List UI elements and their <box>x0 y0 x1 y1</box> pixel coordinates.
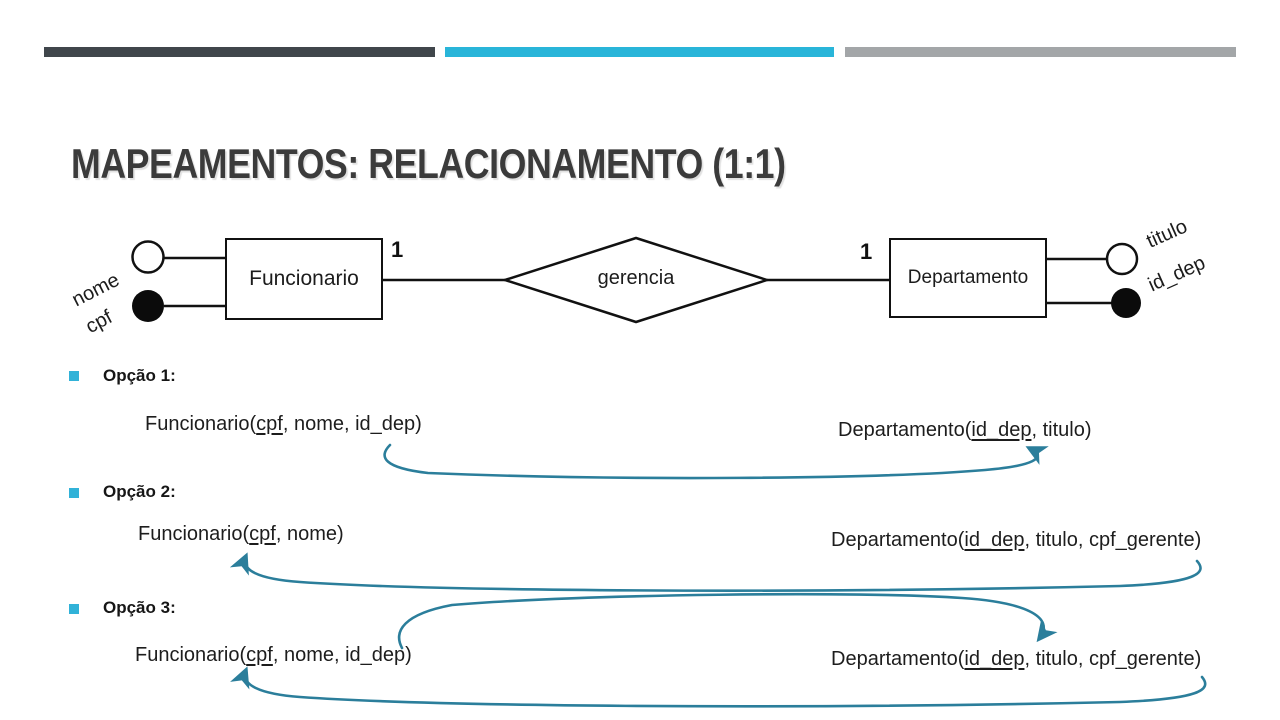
schema-prefix: Departamento( <box>831 529 965 551</box>
attribute-circle-cpf-key <box>132 290 164 322</box>
option1-label: Opção 1: <box>103 366 176 385</box>
fk-arrow-option2 <box>229 552 1202 592</box>
accent-bar-dark <box>44 47 435 57</box>
bullet-square-icon <box>69 488 79 498</box>
schema-primary-key: cpf <box>249 523 276 545</box>
bullet-square-icon <box>69 371 79 381</box>
bullet-square-icon <box>69 604 79 614</box>
schema-departamento-option3: Departamento(id_dep, titulo, cpf_gerente… <box>831 648 1201 671</box>
schema-suffix: , nome, id_dep) <box>282 413 422 435</box>
schema-funcionario-option2: Funcionario(cpf, nome) <box>138 523 344 546</box>
schema-prefix: Funcionario( <box>138 523 250 545</box>
fk-arrows-group <box>229 443 1207 708</box>
relationship-gerencia-label: gerencia <box>597 267 675 289</box>
schema-prefix: Departamento( <box>831 648 965 670</box>
schema-prefix: Funcionario( <box>135 644 247 666</box>
schema-prefix: Funcionario( <box>145 413 257 435</box>
schema-suffix: , titulo, cpf_gerente) <box>1024 648 1202 670</box>
attribute-circle-nome <box>131 240 165 274</box>
fk-arrow-option1 <box>383 443 1049 480</box>
attribute-connector-lines <box>164 256 1112 308</box>
schema-primary-key: id_dep <box>964 648 1025 670</box>
entity-departamento-label: Departamento <box>907 267 1029 288</box>
entity-departamento-box: Departamento <box>889 238 1047 318</box>
schema-primary-key: cpf <box>246 644 273 666</box>
schema-primary-key: id_dep <box>964 529 1025 551</box>
accent-bar-cyan <box>445 47 834 57</box>
accent-bar-gray <box>845 47 1236 57</box>
schema-suffix: , nome) <box>275 523 344 545</box>
option3-label: Opção 3: <box>103 598 176 617</box>
schema-primary-key: cpf <box>256 413 283 435</box>
page-title: MAPEAMENTOS: RELACIONAMENTO (1:1) <box>71 140 786 188</box>
cardinality-right: 1 <box>860 239 873 264</box>
fk-arrow-option3-cpf <box>230 666 1207 708</box>
schema-suffix: , titulo, cpf_gerente) <box>1024 529 1202 551</box>
fk-arrow-option3-iddep <box>397 592 1058 650</box>
schema-funcionario-option3: Funcionario(cpf, nome, id_dep) <box>135 644 412 667</box>
entity-funcionario-label: Funcionario <box>249 267 359 290</box>
option2-label: Opção 2: <box>103 482 176 501</box>
schema-primary-key: id_dep <box>971 419 1032 441</box>
entity-funcionario-box: Funcionario <box>225 238 383 320</box>
schema-departamento-option1: Departamento(id_dep, titulo) <box>838 419 1092 442</box>
schema-prefix: Departamento( <box>838 419 972 441</box>
cardinality-left: 1 <box>391 237 404 262</box>
schema-departamento-option2: Departamento(id_dep, titulo, cpf_gerente… <box>831 529 1201 552</box>
attribute-circle-id-dep-key <box>1111 288 1141 318</box>
schema-funcionario-option1: Funcionario(cpf, nome, id_dep) <box>145 413 422 436</box>
attribute-circle-titulo <box>1105 242 1139 276</box>
relationship-gerencia-diamond <box>500 236 772 324</box>
schema-suffix: , nome, id_dep) <box>272 644 412 666</box>
schema-suffix: , titulo) <box>1031 419 1092 441</box>
